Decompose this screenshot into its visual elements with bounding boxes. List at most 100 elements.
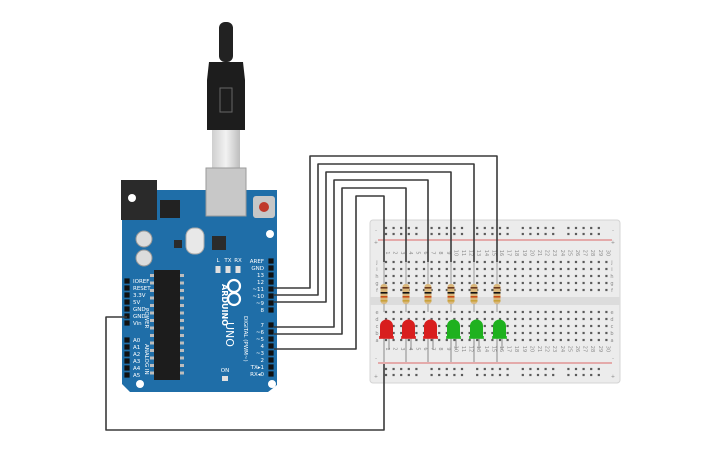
header-pin[interactable] (268, 371, 274, 377)
resistor-band (380, 300, 388, 302)
header-pin[interactable] (124, 285, 130, 291)
header-pin[interactable] (124, 320, 130, 326)
resistor[interactable] (402, 284, 410, 304)
column-label: 18 (513, 250, 519, 256)
header-pin[interactable] (268, 258, 274, 264)
header-pin[interactable] (268, 364, 274, 370)
column-label: 26 (574, 346, 580, 352)
resistor[interactable] (447, 284, 455, 304)
resistor[interactable] (380, 284, 388, 304)
led[interactable] (402, 319, 415, 339)
chip-pin (180, 304, 184, 307)
resistor[interactable] (424, 284, 432, 304)
header-pin[interactable] (268, 279, 274, 285)
header-pin[interactable] (268, 307, 274, 313)
header-pin[interactable] (268, 272, 274, 278)
resistor-band (402, 292, 410, 294)
pin-label: A0 (133, 338, 141, 344)
column-label: 17 (506, 250, 512, 256)
header-pin[interactable] (268, 357, 274, 363)
header-pin[interactable] (268, 265, 274, 271)
leds (379, 319, 507, 362)
resistor[interactable] (470, 284, 478, 304)
row-label: g (610, 281, 613, 287)
rail-label: + (374, 240, 378, 246)
pin-label: A3 (133, 359, 141, 365)
row-label: g (375, 281, 378, 287)
wire-pin5 (274, 187, 407, 335)
column-label: 10 (452, 346, 458, 352)
header-pin[interactable] (268, 336, 274, 342)
rail-label: + (611, 240, 615, 246)
header-pin[interactable] (124, 278, 130, 284)
resistor-band (380, 287, 388, 289)
column-label: 20 (528, 346, 534, 352)
usb-b-port (205, 167, 247, 217)
led[interactable] (493, 319, 506, 339)
led[interactable] (470, 319, 483, 339)
resistor-band (380, 296, 388, 298)
resistor-band (493, 300, 501, 302)
header-pin[interactable] (268, 322, 274, 328)
chip-pin (180, 349, 184, 352)
wires (105, 155, 498, 431)
header-pin[interactable] (124, 306, 130, 312)
header-pin[interactable] (124, 313, 130, 319)
pin-label: RX◂0 (250, 372, 264, 378)
resistor-band (424, 287, 432, 289)
pin-label: GND (133, 307, 146, 313)
header-pin[interactable] (124, 365, 130, 371)
chip-pin (150, 371, 154, 375)
column-label: 5 (414, 347, 420, 350)
led-rim (379, 336, 394, 339)
wire-pin9 (274, 171, 452, 303)
resistor-band (424, 300, 432, 302)
header-pin[interactable] (268, 350, 274, 356)
column-label: 14 (483, 346, 489, 352)
led[interactable] (424, 319, 437, 339)
row-label: b (610, 331, 613, 337)
reset-button-cap[interactable] (259, 202, 269, 212)
column-label: 23 (551, 250, 557, 256)
column-label: 22 (544, 250, 550, 256)
header-pin[interactable] (124, 358, 130, 364)
chip-pin (150, 304, 154, 307)
column-label: 6 (422, 251, 428, 254)
header-pin[interactable] (268, 293, 274, 299)
column-label: 9 (445, 347, 451, 350)
header-pin[interactable] (268, 300, 274, 306)
header-pin[interactable] (268, 343, 274, 349)
column-label: 21 (536, 346, 542, 352)
header-pin[interactable] (124, 292, 130, 298)
pin-label: ~5 (256, 337, 265, 343)
header-pin[interactable] (124, 351, 130, 357)
resistor-band (447, 296, 455, 298)
resistor-band (402, 287, 410, 289)
resistor-band (402, 296, 410, 298)
pin-label: A1 (133, 345, 140, 351)
column-label: 14 (483, 250, 489, 256)
arduino-brand: ARDUINO (220, 284, 229, 326)
header-pin[interactable] (268, 286, 274, 292)
column-label: 5 (414, 251, 420, 254)
board-led-label: TX (223, 258, 231, 264)
resistor-band (493, 292, 501, 294)
chip-pin (180, 364, 184, 367)
chip-pin (180, 319, 184, 322)
pin-label: ~9 (256, 301, 265, 307)
header-pin[interactable] (124, 337, 130, 343)
arduino-model: UNO (223, 322, 236, 347)
column-label: 8 (437, 347, 443, 350)
led[interactable] (447, 319, 460, 339)
header-pin[interactable] (124, 299, 130, 305)
wire-pin6 (274, 179, 429, 328)
column-label: 8 (437, 251, 443, 254)
pin-label: 3.3V (133, 293, 146, 299)
resistor[interactable] (493, 284, 501, 304)
header-pin[interactable] (268, 329, 274, 335)
led[interactable] (380, 319, 393, 339)
header-pin[interactable] (124, 372, 130, 378)
column-label: 16 (498, 250, 504, 256)
row-label: e (375, 310, 378, 316)
header-pin[interactable] (124, 344, 130, 350)
